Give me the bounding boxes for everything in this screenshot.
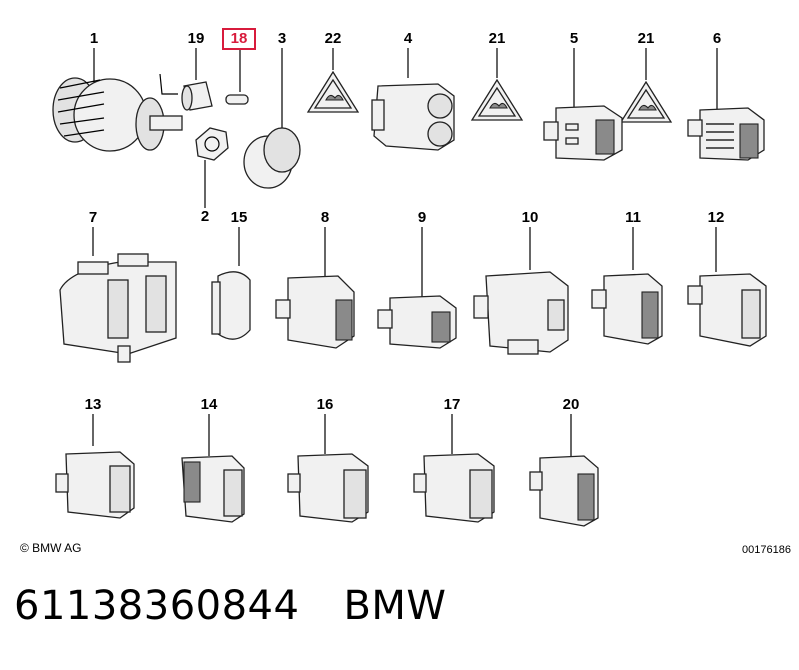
part-8-switch <box>275 275 355 349</box>
drawing-code: 00176186 <box>742 544 791 556</box>
part-12-switch <box>687 273 767 347</box>
callout-21-a: 21 <box>488 30 506 47</box>
callout-3: 3 <box>277 30 287 47</box>
brand-name: BMW <box>343 583 447 629</box>
callout-21-b: 21 <box>637 30 655 47</box>
part-1-motor <box>52 73 183 152</box>
part-4-switch <box>371 83 455 151</box>
part-22-warning-label <box>306 70 360 113</box>
part-13-switch <box>55 451 135 519</box>
callout-22: 22 <box>324 30 342 47</box>
part-2-nut <box>195 127 229 161</box>
part-11-switch <box>591 273 663 345</box>
part-21-warning-label-b <box>619 80 673 123</box>
part-5-switch <box>543 105 623 161</box>
callout-7: 7 <box>88 209 98 226</box>
callout-9: 9 <box>417 209 427 226</box>
part-7-bezel <box>59 253 177 363</box>
callout-19: 19 <box>187 30 205 47</box>
part-10-switch <box>473 271 569 355</box>
callout-8: 8 <box>320 209 330 226</box>
callout-14: 14 <box>200 396 218 413</box>
part-16-switch <box>287 453 369 523</box>
part-21-warning-label-a <box>470 78 524 121</box>
callout-1: 1 <box>89 30 99 47</box>
callout-10: 10 <box>521 209 539 226</box>
part-3-knob <box>243 127 301 189</box>
part-14-switch <box>181 455 245 523</box>
part-6-switch <box>687 107 765 161</box>
part-9-switch <box>377 295 457 349</box>
part-20-switch <box>529 455 599 527</box>
callout-12: 12 <box>707 209 725 226</box>
callout-20: 20 <box>562 396 580 413</box>
callout-5: 5 <box>569 30 579 47</box>
callout-4: 4 <box>403 30 413 47</box>
callout-17: 17 <box>443 396 461 413</box>
callout-13: 13 <box>84 396 102 413</box>
part-number: 61138360844 <box>14 583 300 629</box>
part-17-switch <box>413 453 495 523</box>
part-18-bulb <box>225 94 249 105</box>
footer: 61138360844 BMW <box>14 583 490 629</box>
callout-6: 6 <box>712 30 722 47</box>
part-15-cap <box>211 271 251 340</box>
callout-11: 11 <box>625 209 641 226</box>
callout-15: 15 <box>230 209 248 226</box>
callout-18-highlighted: 18 <box>222 28 256 50</box>
callout-2: 2 <box>200 208 210 225</box>
copyright-text: © BMW AG <box>20 541 82 555</box>
part-19-socket <box>181 81 213 111</box>
callout-16: 16 <box>316 396 334 413</box>
